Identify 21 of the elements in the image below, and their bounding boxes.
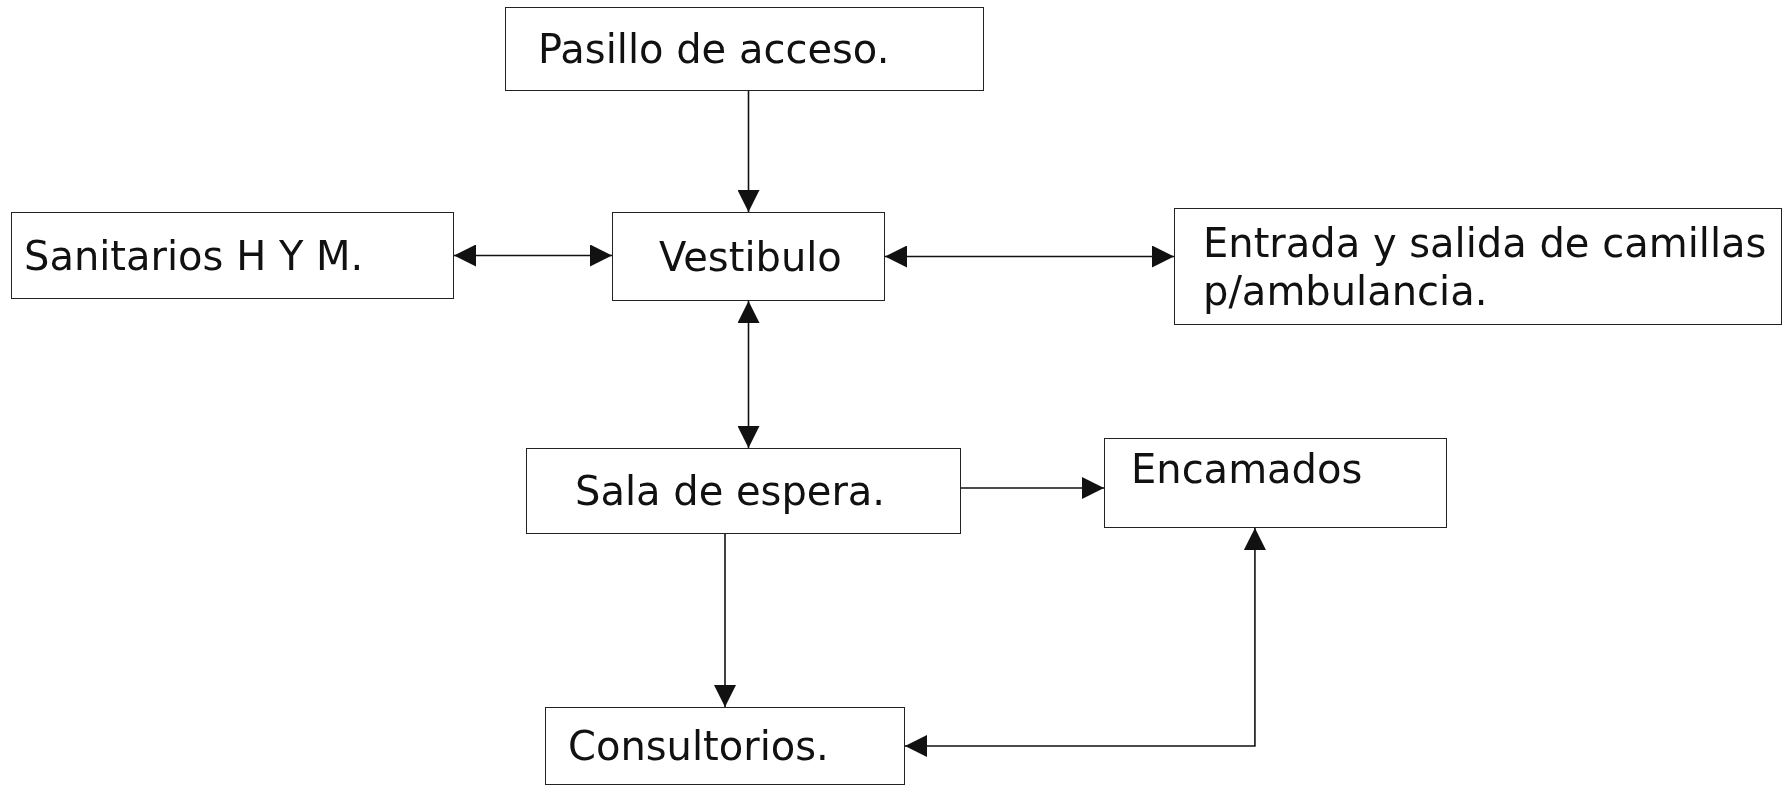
process-box: [526, 448, 961, 534]
process-box: [11, 212, 454, 299]
arrow: [737, 300, 760, 449]
box-label: Sanitarios H Y M.: [24, 231, 364, 280]
arrow: [884, 245, 1175, 268]
process-box: [545, 707, 905, 785]
process-box: [612, 212, 885, 301]
arrow: [960, 477, 1105, 499]
process-box: [1174, 208, 1782, 325]
box-label: Entrada y salida de camillas p/ambulancia.: [1203, 218, 1768, 315]
box-label: Pasillo de acceso.: [538, 25, 890, 73]
arrow: [737, 90, 760, 213]
arrow: [714, 533, 736, 708]
arrow: [453, 244, 613, 267]
process-box: [505, 7, 984, 91]
arrow: [904, 527, 1266, 757]
box-label: Encamados: [1131, 445, 1363, 493]
box-label: Sala de espera.: [575, 467, 886, 515]
box-label: Consultorios.: [568, 722, 829, 770]
box-label: Vestibulo: [659, 232, 842, 281]
process-box: [1104, 438, 1447, 528]
